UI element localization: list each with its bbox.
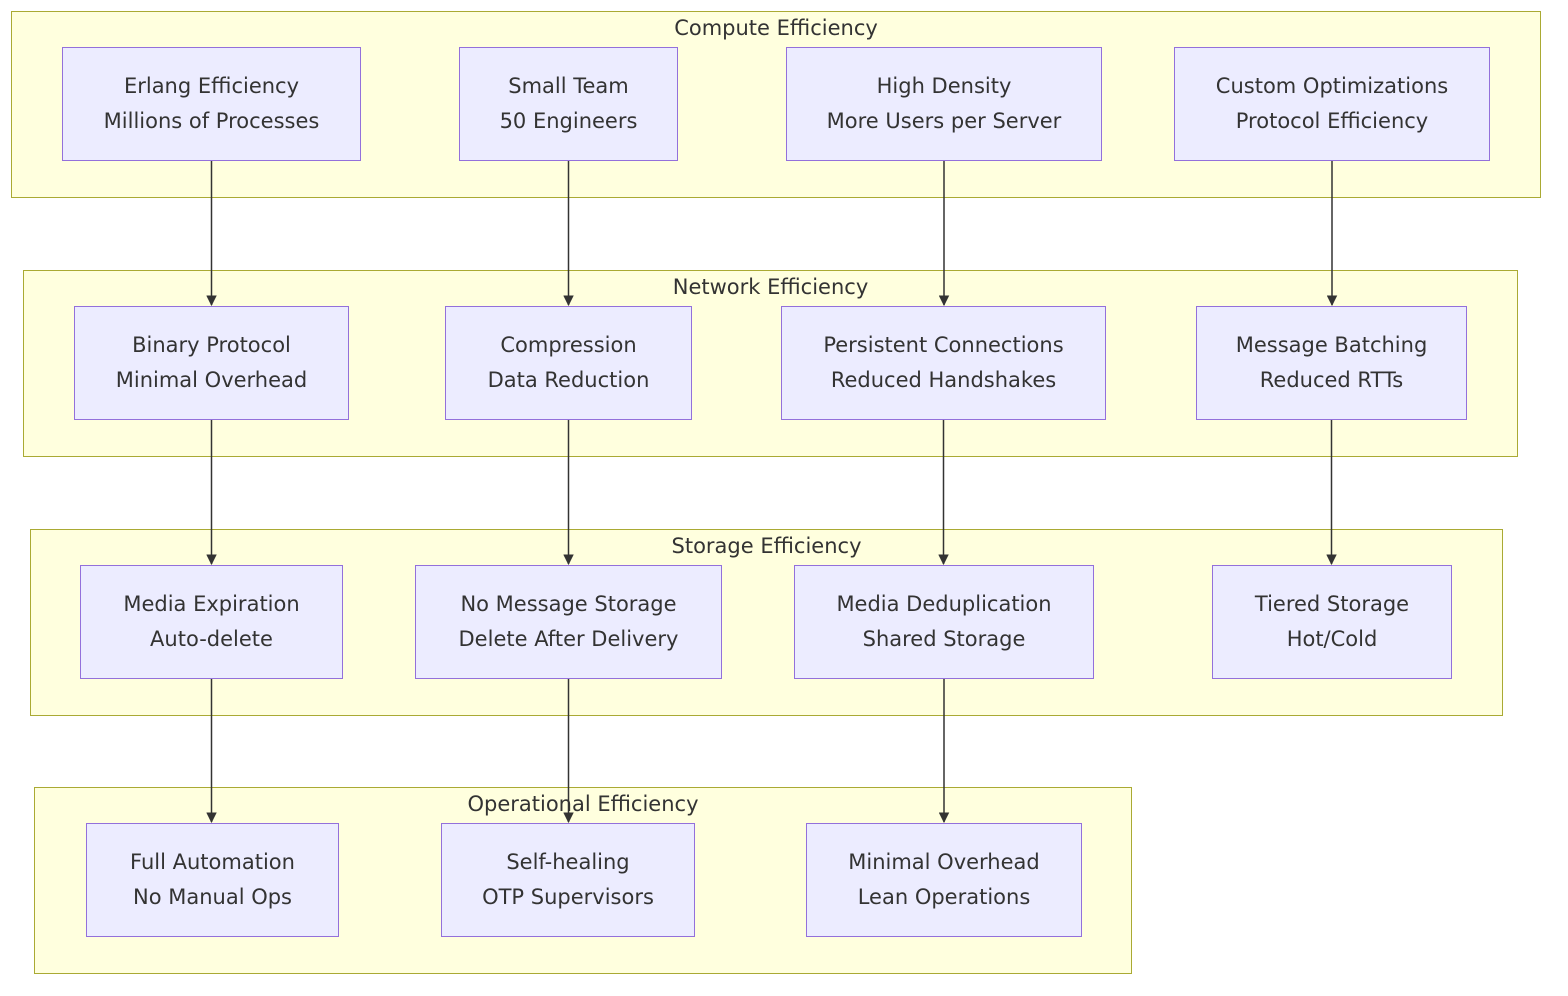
node-compression-title: Compression — [500, 333, 637, 357]
node-message-batching: Message Batching Reduced RTTs — [1196, 306, 1467, 420]
node-minimal-overhead: Minimal Overhead Lean Operations — [806, 823, 1082, 937]
node-self-healing: Self-healing OTP Supervisors — [441, 823, 695, 937]
node-custom-optimizations-subtitle: Protocol Efficiency — [1235, 109, 1429, 133]
node-small-team-title: Small Team — [508, 74, 629, 98]
node-high-density-subtitle: More Users per Server — [826, 109, 1062, 133]
node-tiered-storage-subtitle: Hot/Cold — [1286, 627, 1378, 651]
node-media-deduplication-subtitle: Shared Storage — [862, 627, 1026, 651]
node-custom-optimizations: Custom Optimizations Protocol Efficiency — [1174, 47, 1490, 161]
node-tiered-storage-title: Tiered Storage — [1254, 592, 1410, 616]
node-binary-protocol: Binary Protocol Minimal Overhead — [74, 306, 349, 420]
node-persistent-connections-subtitle: Reduced Handshakes — [830, 368, 1057, 392]
node-persistent-connections-title: Persistent Connections — [823, 333, 1064, 357]
node-tiered-storage: Tiered Storage Hot/Cold — [1212, 565, 1452, 679]
node-custom-optimizations-title: Custom Optimizations — [1215, 74, 1449, 98]
node-media-expiration: Media Expiration Auto-delete — [80, 565, 343, 679]
node-compression: Compression Data Reduction — [445, 306, 692, 420]
node-compression-subtitle: Data Reduction — [487, 368, 650, 392]
node-high-density-title: High Density — [876, 74, 1012, 98]
node-self-healing-subtitle: OTP Supervisors — [482, 885, 654, 909]
node-no-message-storage: No Message Storage Delete After Delivery — [415, 565, 722, 679]
node-binary-protocol-title: Binary Protocol — [132, 333, 291, 357]
node-media-expiration-subtitle: Auto-delete — [150, 627, 273, 651]
node-small-team: Small Team 50 Engineers — [459, 47, 678, 161]
node-full-automation: Full Automation No Manual Ops — [86, 823, 339, 937]
storage-efficiency-title: Storage Efficiency — [671, 534, 862, 558]
node-media-deduplication: Media Deduplication Shared Storage — [794, 565, 1094, 679]
node-erlang-efficiency: Erlang Efficiency Millions of Processes — [62, 47, 361, 161]
node-media-deduplication-title: Media Deduplication — [836, 592, 1052, 616]
node-binary-protocol-subtitle: Minimal Overhead — [115, 368, 308, 392]
node-minimal-overhead-title: Minimal Overhead — [848, 850, 1040, 874]
node-no-message-storage-subtitle: Delete After Delivery — [458, 627, 679, 651]
node-self-healing-title: Self-healing — [506, 850, 630, 874]
operational-efficiency-title: Operational Efficiency — [467, 792, 699, 816]
node-erlang-efficiency-title: Erlang Efficiency — [123, 74, 300, 98]
node-minimal-overhead-subtitle: Lean Operations — [857, 885, 1031, 909]
node-persistent-connections: Persistent Connections Reduced Handshake… — [781, 306, 1106, 420]
node-full-automation-subtitle: No Manual Ops — [132, 885, 293, 909]
network-efficiency-title: Network Efficiency — [672, 275, 869, 299]
node-media-expiration-title: Media Expiration — [123, 592, 300, 616]
node-erlang-efficiency-subtitle: Millions of Processes — [103, 109, 320, 133]
node-no-message-storage-title: No Message Storage — [460, 592, 677, 616]
node-small-team-subtitle: 50 Engineers — [499, 109, 638, 133]
node-full-automation-title: Full Automation — [130, 850, 295, 874]
compute-efficiency-title: Compute Efficiency — [674, 16, 878, 40]
node-message-batching-subtitle: Reduced RTTs — [1259, 368, 1404, 392]
node-high-density: High Density More Users per Server — [786, 47, 1102, 161]
node-message-batching-title: Message Batching — [1235, 333, 1428, 357]
